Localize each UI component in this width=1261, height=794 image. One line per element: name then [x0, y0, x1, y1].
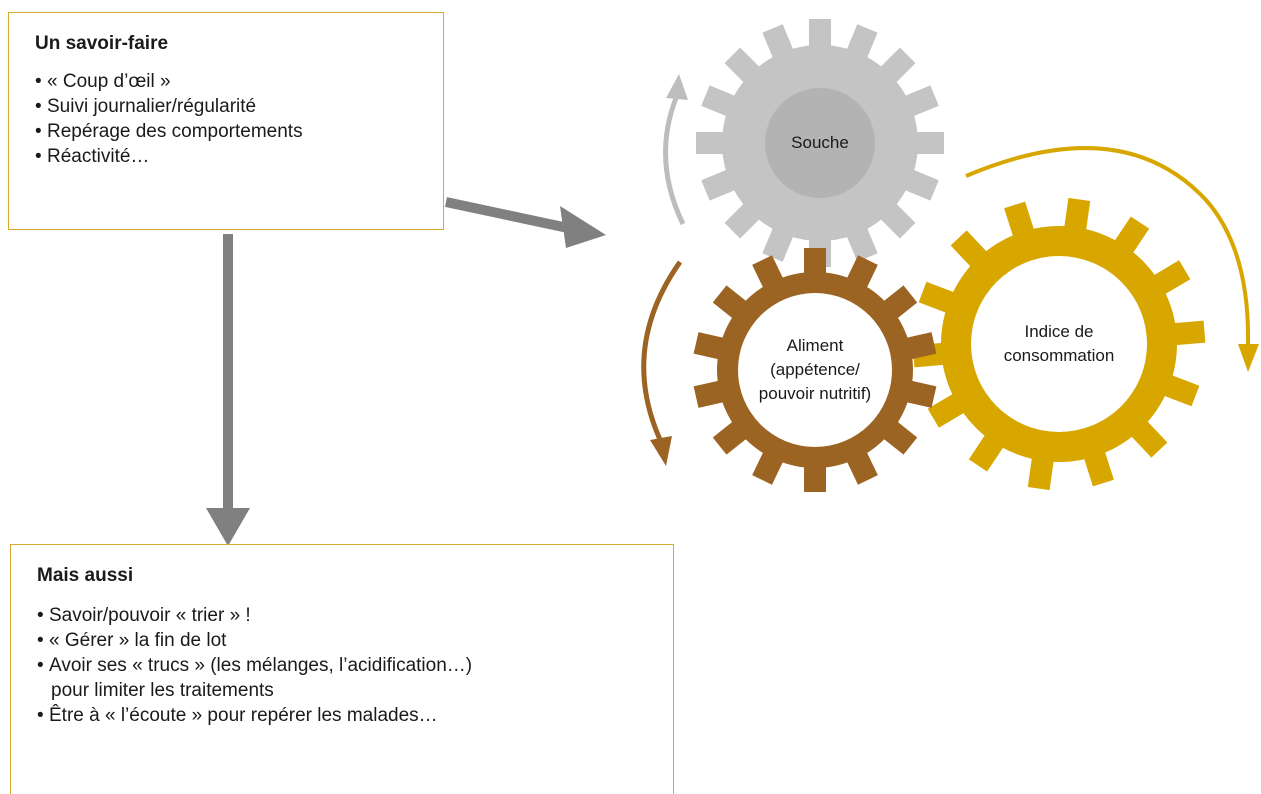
savoir-faire-title: Un savoir-faire — [35, 33, 169, 54]
arrow-down — [206, 234, 250, 546]
gear-label-indice: Indice de consommation — [1004, 320, 1115, 368]
arrow-to-gears — [444, 197, 606, 248]
gear-tooth — [809, 19, 831, 51]
mais-aussi-box: Mais aussi Savoir/pouvoir « trier » ! « … — [10, 544, 674, 794]
gear-hub — [738, 293, 892, 447]
gear-hub — [765, 88, 875, 198]
gear-tooth — [804, 248, 826, 278]
list-item: Suivi journalier/régularité — [35, 94, 443, 119]
gear-tooth — [1063, 197, 1091, 235]
gear-label-indice-line-2: consommation — [1003, 346, 1115, 365]
savoir-faire-list: « Coup d’œil » Suivi journalier/régulari… — [35, 69, 443, 169]
gear-aliment — [693, 248, 937, 492]
gear-label-aliment: Aliment (appétence/ pouvoir nutritif) — [759, 334, 871, 406]
list-item-continuation: pour limiter les traitements — [51, 680, 274, 701]
gear-tooth — [1027, 453, 1055, 491]
rotation-arrow-souche — [663, 74, 688, 226]
list-item: Repérage des comportements — [35, 119, 443, 144]
list-item: Avoir ses « trucs » (les mélanges, l’aci… — [37, 653, 673, 678]
rotation-arrow-aliment — [641, 260, 683, 466]
gear-souche — [696, 19, 944, 267]
mais-aussi-list: Savoir/pouvoir « trier » ! « Gérer » la … — [37, 603, 673, 728]
rotation-arrow-indice — [965, 146, 1259, 372]
gear-label-souche: Souche — [791, 133, 849, 152]
gear-tooth — [912, 132, 944, 154]
gear-label-indice-line-1: Indice de — [1024, 322, 1094, 341]
gear-tooth — [1169, 320, 1206, 346]
list-item: Réactivité… — [35, 144, 443, 169]
mais-aussi-title: Mais aussi — [37, 565, 134, 586]
list-item: « Gérer » la fin de lot — [37, 628, 673, 653]
list-item: « Coup d’œil » — [35, 69, 443, 94]
savoir-faire-box: Un savoir-faire « Coup d’œil » Suivi jou… — [8, 12, 444, 230]
list-item: Savoir/pouvoir « trier » ! — [37, 603, 673, 628]
gear-indice-de-consommation — [912, 197, 1206, 491]
gear-label-aliment-line-1: Aliment — [786, 336, 844, 355]
gear-tooth — [804, 462, 826, 492]
gear-hub — [971, 256, 1147, 432]
list-item: Être à « l’écoute » pour repérer les mal… — [37, 703, 673, 728]
gear-label-aliment-line-3: pouvoir nutritif) — [758, 384, 872, 403]
gear-label-aliment-line-2: (appétence/ — [770, 360, 860, 379]
gear-tooth — [696, 132, 728, 154]
